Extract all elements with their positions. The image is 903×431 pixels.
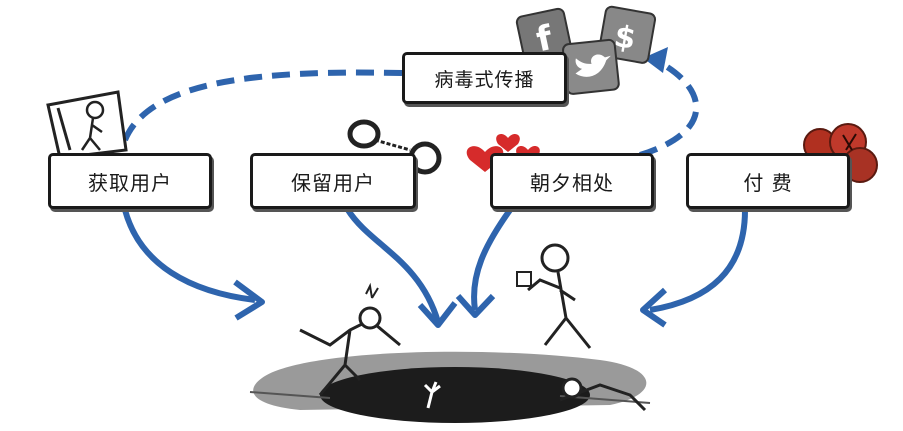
stage-companion-label: 朝夕相处 (530, 170, 614, 195)
viral-loop-right-arrow (639, 57, 700, 158)
arrow-pay-to-hole (649, 209, 748, 313)
viral-loop-left-arrow (122, 69, 403, 142)
social-media-icons: f $ (515, 5, 657, 95)
twitter-icon (562, 38, 620, 95)
facebook-icon: f (515, 7, 573, 63)
coins-icon (803, 123, 878, 183)
stage-viral-label: 病毒式传播 (434, 68, 535, 91)
viral-arrowhead (643, 47, 668, 73)
person-in-door-icon (46, 90, 128, 160)
stage-retain-box: 保留用户 (250, 153, 416, 209)
stage-acquire-label: 获取用户 (88, 170, 172, 195)
arrow-acquire-to-hole (122, 209, 256, 303)
stage-acquire-box: 获取用户 (48, 153, 212, 209)
stage-retain-label: 保留用户 (291, 170, 375, 195)
stage-pay-box: 付 费 (686, 153, 850, 209)
arrow-companion-to-hole (471, 208, 513, 311)
stage-pay-label: 付 费 (743, 170, 793, 195)
arrow-retain-to-hole (345, 208, 441, 323)
stage-companion-box: 朝夕相处 (490, 153, 654, 209)
stage-viral-box: 病毒式传播 (402, 52, 567, 104)
hole-with-figures-icon (249, 243, 651, 423)
